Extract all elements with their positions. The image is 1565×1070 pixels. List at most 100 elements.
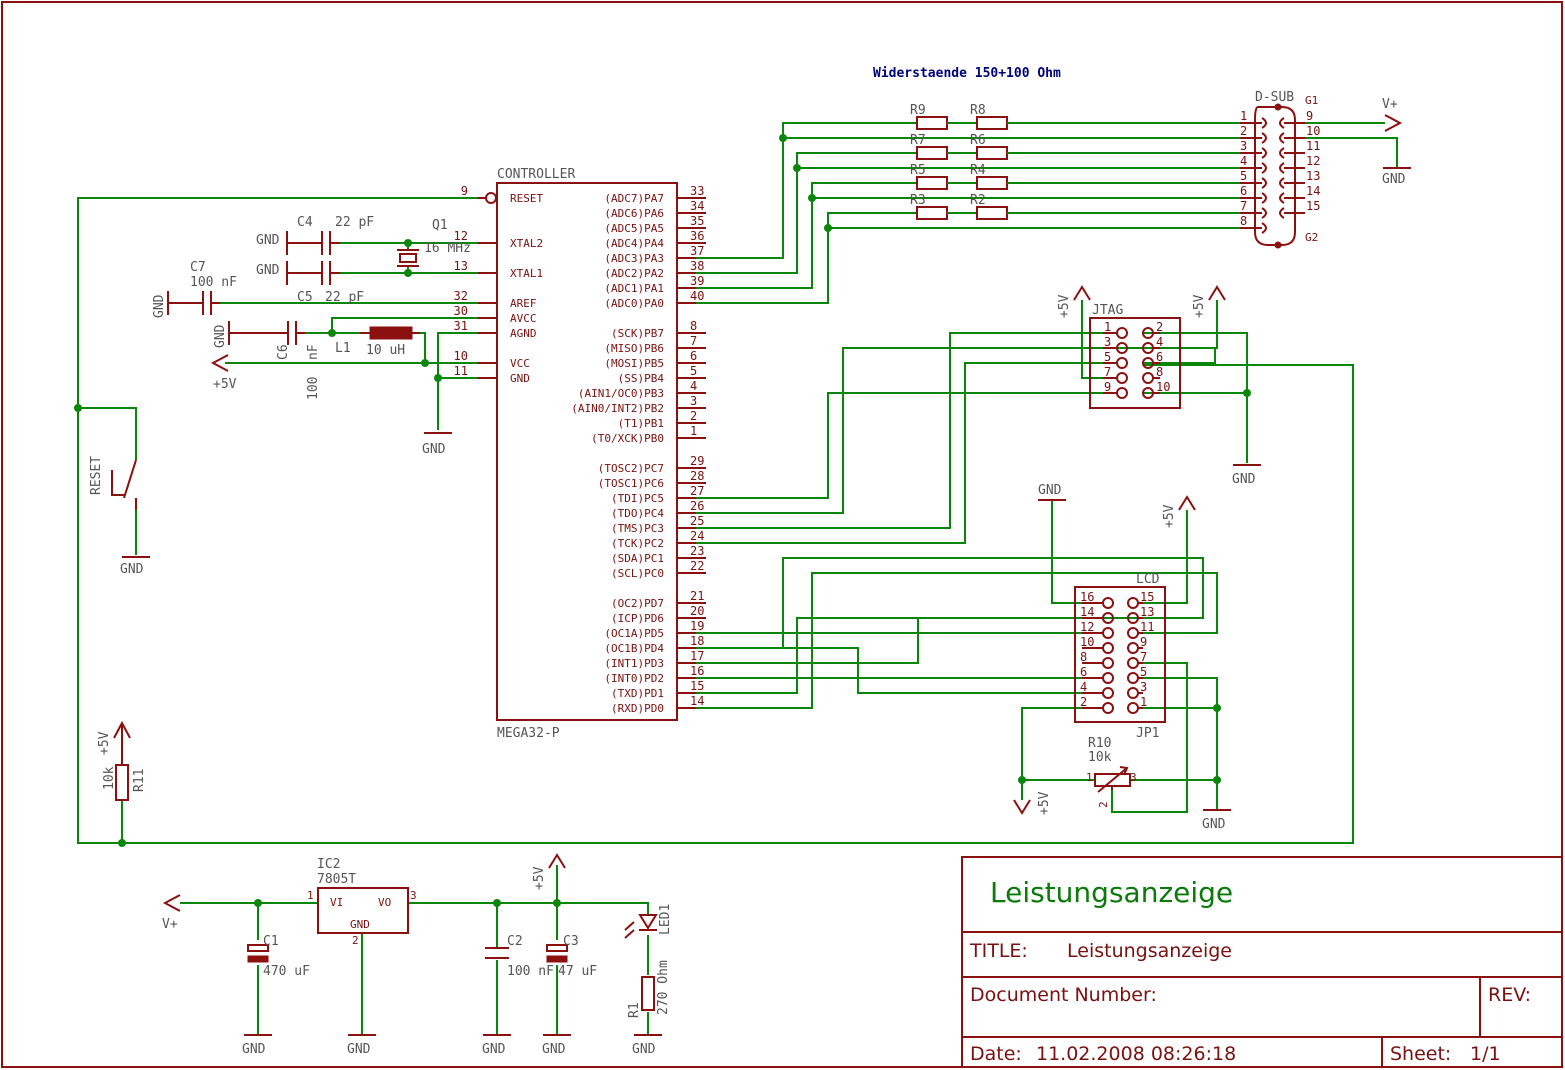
r11-label: R11	[132, 769, 147, 792]
jtag-gnd-wire	[1143, 332, 1248, 463]
lcd-label: LCD	[1136, 572, 1160, 587]
gnd-label: GND	[542, 1042, 566, 1057]
c2-label: C2	[507, 934, 523, 949]
tck-wire	[696, 362, 1103, 544]
c1-value: 470 uF	[263, 964, 310, 979]
lcd-5v-wire	[1143, 510, 1188, 604]
pin-number: 5	[1240, 169, 1247, 183]
dsub-pin: 11	[1279, 139, 1320, 159]
lcd-pin: 4	[1080, 680, 1114, 699]
p5v-arrow	[1013, 799, 1031, 815]
lcd-pin: 5	[1127, 665, 1147, 684]
pin-number: 40	[690, 289, 704, 303]
dsub10-gnd-wire	[1305, 137, 1398, 168]
pin-name: (MOSI)PB5	[604, 357, 664, 370]
dsub-pin: 14	[1279, 184, 1320, 204]
pin-number: 38	[690, 259, 704, 273]
pin-name: XTAL1	[510, 267, 543, 280]
lcd-pin: 16	[1080, 590, 1114, 609]
pin-name: VCC	[510, 357, 530, 370]
pin-number: 14	[1306, 184, 1320, 198]
controller-pin: 33(ADC7)PA7	[604, 184, 706, 205]
pin-name: AVCC	[510, 312, 537, 325]
pa3-wire	[696, 122, 900, 259]
pin-number: 14	[690, 694, 704, 708]
vout-wire	[408, 902, 649, 915]
document-number-label: Document Number:	[970, 984, 1157, 1006]
junction	[434, 374, 442, 382]
pin-number: 31	[454, 319, 468, 333]
pin-number: 7	[1104, 365, 1111, 379]
jtag-5v-wire	[1143, 300, 1218, 349]
pin-name: (AIN0/INT2)PB2	[571, 402, 664, 415]
controller-pin: 38(ADC2)PA2	[604, 259, 706, 280]
pin-number: 11	[1140, 620, 1154, 634]
p5v-label: +5V	[532, 866, 547, 890]
pin-number: 12	[1306, 154, 1320, 168]
pin-name: (RXD)PD0	[611, 702, 664, 715]
junction	[1213, 776, 1221, 784]
p5v-label: +5V	[1037, 791, 1052, 815]
pin-number: 2	[1080, 695, 1087, 709]
gnd-label: GND	[256, 233, 280, 248]
junction	[824, 224, 832, 232]
dsub-g2: G2	[1305, 231, 1318, 244]
controller-pin: 15(TXD)PD1	[611, 679, 706, 700]
gnd-label: GND	[347, 1042, 371, 1057]
pin-number: 18	[690, 634, 704, 648]
dsub-pin: 10	[1279, 124, 1320, 144]
pin-number: 34	[690, 199, 704, 213]
pin-number: 36	[690, 229, 704, 243]
c7-value: 100 nF	[190, 275, 237, 290]
controller-right-pins: 33(ADC7)PA734(ADC6)PA635(ADC5)PA536(ADC4…	[571, 184, 706, 715]
junction	[779, 134, 787, 142]
pin-name: GND	[510, 372, 530, 385]
r10-pin: 1	[1086, 771, 1093, 784]
pin-number: 3	[1240, 139, 1247, 153]
pin-name: (TCK)PC2	[611, 537, 664, 550]
controller-pin: 20(ICP)PD6	[611, 604, 706, 625]
controller-pin: 8(SCK)PB7	[611, 319, 706, 340]
controller-pin: 34(ADC6)PA6	[604, 199, 706, 220]
pin-name: (ADC3)PA3	[604, 252, 664, 265]
pd4-wire	[696, 647, 1103, 694]
gnd-symbols: GND GND GND GND GND GND GND GND GND GND …	[120, 167, 1411, 1057]
pin-name: (TOSC1)PC6	[598, 477, 664, 490]
controller-pin: 4(AIN1/OC0)PB3	[578, 379, 706, 400]
pin-number: 6	[1080, 665, 1087, 679]
p5v-arrow	[1073, 285, 1091, 301]
pin-number: 27	[690, 484, 704, 498]
pin-number: 6	[1240, 184, 1247, 198]
jtag-pin: 3	[1103, 335, 1128, 354]
pin-number: 25	[690, 514, 704, 528]
jtag-pin: 9	[1103, 380, 1128, 399]
p5v-arrow	[210, 354, 229, 372]
title-block: Leistungsanzeige TITLE: Leistungsanzeige…	[961, 856, 1563, 1068]
gnd-label: GND	[1232, 472, 1256, 487]
pin-number: 7	[1240, 199, 1247, 213]
jtag-label: JTAG	[1092, 303, 1123, 318]
dsub-pin: 12	[1279, 154, 1320, 174]
pin-number: 9	[1104, 380, 1111, 394]
pin-number: 15	[1306, 199, 1320, 213]
pin-name: (INT0)PD2	[604, 672, 664, 685]
pin-number: 12	[454, 229, 468, 243]
q1-label: Q1	[432, 218, 448, 233]
resistor-network: R9 R8 R7 R6 R5 R4 R3 R2	[900, 103, 1020, 220]
controller-pin: 28(TOSC1)PC6	[598, 469, 706, 490]
jtag-pin: 8	[1142, 365, 1163, 384]
pin-name: (INT1)PD3	[604, 657, 664, 670]
pin-number: 5	[1104, 350, 1111, 364]
pin-number: 3	[1140, 680, 1147, 694]
pin-number: 2	[1240, 124, 1247, 138]
junction	[404, 239, 412, 247]
capacitor-c7: C7 100 nF	[190, 260, 237, 315]
pin-number: 16	[1080, 590, 1094, 604]
lcd2-wire	[1021, 707, 1103, 781]
controller-name: CONTROLLER	[497, 167, 575, 182]
pin-name: RESET	[510, 192, 543, 205]
gnd-label: GND	[256, 263, 280, 278]
reset-switch-label: RESET	[89, 456, 104, 495]
pin-number: 13	[454, 259, 468, 273]
pin-number: 24	[690, 529, 704, 543]
